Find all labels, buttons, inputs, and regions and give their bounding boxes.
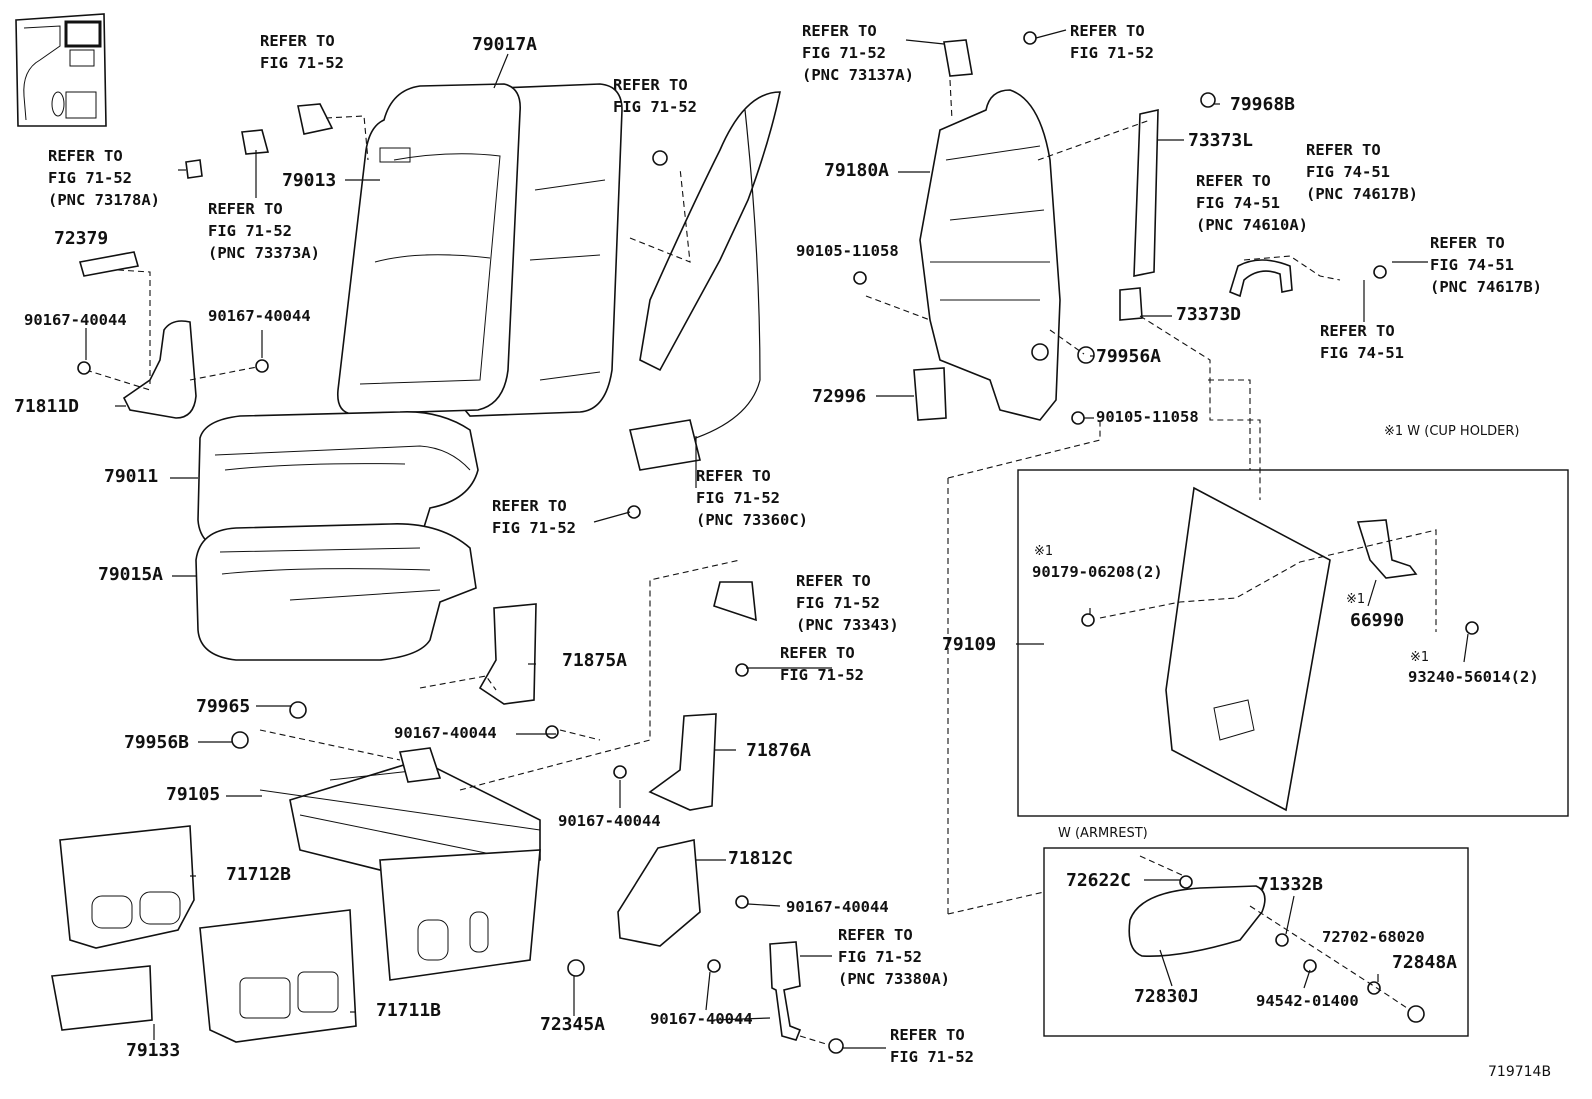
- refer-label: REFER TO FIG 74-51 (PNC 74617B): [1430, 234, 1542, 296]
- part-number: 90167-40044: [24, 311, 127, 329]
- part-number: 73373D: [1176, 304, 1242, 325]
- refer-label: REFER TO FIG 71-52 (PNC 73178A): [48, 147, 160, 209]
- part-number: 71712B: [226, 864, 292, 885]
- seat-back-board: [1081, 486, 1479, 812]
- cup-holder-inset-box: [1017, 469, 1569, 817]
- part-number: 94542-01400: [1256, 992, 1359, 1010]
- part-number: 79011: [104, 466, 159, 487]
- refer-label: REFER TO FIG 74-51 (PNC 74617B): [1306, 141, 1418, 203]
- part-number: 72702-68020: [1322, 928, 1425, 946]
- part-number: 79105: [166, 784, 221, 805]
- part-number: 90167-40044: [786, 898, 889, 916]
- garnish-and-grip: [1037, 92, 1387, 500]
- part-number: 79015A: [98, 564, 164, 585]
- refer-label: REFER TO FIG 71-52 (PNC 73343): [796, 572, 899, 634]
- part-number: 90167-40044: [208, 307, 311, 325]
- part-number: 90105-11058: [796, 242, 899, 260]
- part-number: 90179-06208(2): [1032, 563, 1163, 581]
- variant-mark: ※1: [1410, 650, 1430, 665]
- refer-label: REFER TO FIG 71-52: [890, 1026, 974, 1066]
- seat-side-brackets: [231, 581, 757, 977]
- seat-cushion-pad: [195, 523, 477, 661]
- part-number: 72848A: [1392, 952, 1458, 973]
- part-number: 72345A: [540, 1014, 606, 1035]
- cup-holder-caption: ※1 W (CUP HOLDER): [1384, 424, 1520, 439]
- part-number: 79109: [942, 634, 997, 655]
- refer-label: REFER TO FIG 71-52: [613, 76, 697, 116]
- part-number: 71811D: [14, 396, 80, 417]
- part-number: 79965: [196, 696, 251, 717]
- part-number: 90167-40044: [558, 812, 661, 830]
- part-number: 79013: [282, 170, 337, 191]
- part-number: 71875A: [562, 650, 628, 671]
- part-number: 72622C: [1066, 870, 1132, 891]
- seat-back-cover: [336, 83, 623, 417]
- part-number: 72379: [54, 228, 109, 249]
- part-number: 79956A: [1096, 346, 1162, 367]
- part-number: 71332B: [1258, 874, 1324, 895]
- part-number: 79968B: [1230, 94, 1296, 115]
- seat-cushion-frame: [259, 559, 741, 981]
- refer-label: REFER TO FIG 71-52 (PNC 73373A): [208, 200, 320, 262]
- refer-label: REFER TO FIG 74-51 (PNC 74610A): [1196, 172, 1308, 234]
- part-number: 79017A: [472, 34, 538, 55]
- refer-label: REFER TO FIG 71-52 (PNC 73380A): [838, 926, 950, 988]
- part-number: 71711B: [376, 1000, 442, 1021]
- lower-storage-covers: [51, 825, 357, 1043]
- part-number: 90167-40044: [394, 724, 497, 742]
- seat-back-frame: [853, 31, 1095, 425]
- part-number: 71812C: [728, 848, 794, 869]
- refer-label: REFER TO FIG 71-52: [780, 644, 864, 684]
- seat-belt-buckle: [769, 941, 844, 1054]
- part-number: 71876A: [746, 740, 812, 761]
- part-number: 93240-56014(2): [1408, 668, 1539, 686]
- clip-parts: [185, 103, 369, 198]
- figure-id: 719714B: [1488, 1064, 1552, 1080]
- armrest-caption: W (ARMREST): [1058, 826, 1148, 841]
- variant-mark: ※1: [1034, 544, 1054, 559]
- dashed-reference-lines: [947, 379, 1251, 915]
- variant-mark: ※1: [1346, 592, 1366, 607]
- armrest-assembly: [1128, 855, 1425, 1023]
- part-number: 79180A: [824, 160, 890, 181]
- part-number: 79956B: [124, 732, 190, 753]
- refer-label: REFER TO FIG 71-52: [492, 497, 576, 537]
- refer-label: REFER TO FIG 71-52 (PNC 73137A): [802, 22, 914, 84]
- part-number: 90105-11058: [1096, 408, 1199, 426]
- refer-label: REFER TO FIG 71-52 (PNC 73360C): [696, 467, 808, 529]
- part-number: 90167-40044: [650, 1010, 753, 1028]
- seat-belt-assembly: [627, 91, 781, 519]
- refer-label: REFER TO FIG 74-51: [1320, 322, 1404, 362]
- armrest-inset-box: [1043, 847, 1469, 1037]
- refer-label: REFER TO FIG 71-52: [260, 32, 344, 72]
- leader-lines: [85, 29, 1469, 1049]
- part-number: 66990: [1350, 610, 1405, 631]
- side-trim-bracket: [77, 251, 269, 419]
- part-number: 72996: [812, 386, 867, 407]
- refer-label: REFER TO FIG 71-52: [1070, 22, 1154, 62]
- part-number: 72830J: [1134, 986, 1200, 1007]
- vehicle-locator-icon: [15, 13, 107, 127]
- part-number: 73373L: [1188, 130, 1254, 151]
- part-number: 79133: [126, 1040, 181, 1061]
